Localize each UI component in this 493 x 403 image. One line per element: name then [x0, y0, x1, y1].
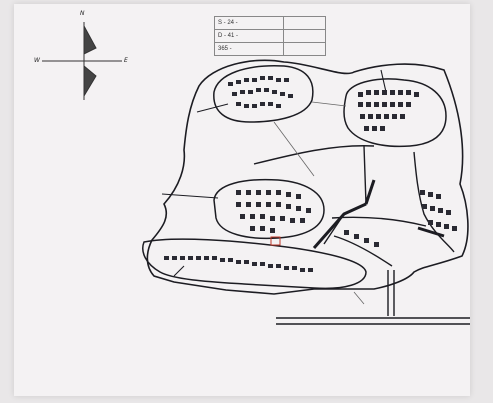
ink-road-c [417, 226, 445, 238]
main-ink-roads [312, 179, 445, 249]
leader-north [196, 103, 229, 113]
ink-road-b [364, 179, 376, 205]
houses-south-strip [164, 256, 313, 272]
houses-central [236, 190, 311, 233]
legend-label: 365 - [215, 43, 284, 55]
compass-rose [42, 22, 122, 100]
legend-row: 365 - [214, 43, 326, 56]
legend-label: S - 24 - [215, 17, 284, 29]
legend-value [284, 30, 325, 42]
legend-value [284, 43, 325, 55]
leader-east [380, 69, 387, 93]
legend-table: S - 24 - D - 41 - 365 - [214, 16, 326, 56]
hand-drawn-map [42, 22, 470, 325]
pencil-lines [273, 101, 365, 305]
legend-row: S - 24 - [214, 16, 326, 30]
road-south-east [333, 235, 393, 267]
settlement-cluster-east [343, 78, 447, 148]
leader-south [173, 265, 185, 277]
road-cross [331, 216, 427, 227]
houses-south-east [344, 190, 457, 247]
map-sheet: S - 24 - D - 41 - 365 - N W E [14, 4, 470, 396]
settlement-cluster-north [213, 65, 314, 123]
compass-west-label: W [34, 57, 40, 64]
label-leaders [161, 69, 387, 277]
compass-east-label: E [124, 57, 128, 64]
main-road [276, 317, 470, 325]
leader-central [161, 193, 219, 199]
village-boundary [146, 59, 469, 295]
road-east [413, 151, 455, 253]
legend-row: D - 41 - [214, 30, 326, 43]
settlement-cluster-central [213, 178, 325, 240]
houses-north [228, 76, 293, 108]
road-north-east [253, 145, 375, 165]
compass-south-arrow [83, 64, 97, 98]
red-marker [270, 236, 281, 246]
legend-label: D - 41 - [215, 30, 284, 42]
houses-east [358, 90, 419, 131]
compass-north-arrow [83, 25, 97, 55]
compass-north-label: N [80, 10, 85, 17]
ink-road-a [312, 202, 367, 249]
settlement-cluster-south-strip [142, 238, 367, 290]
legend-value [284, 17, 325, 29]
